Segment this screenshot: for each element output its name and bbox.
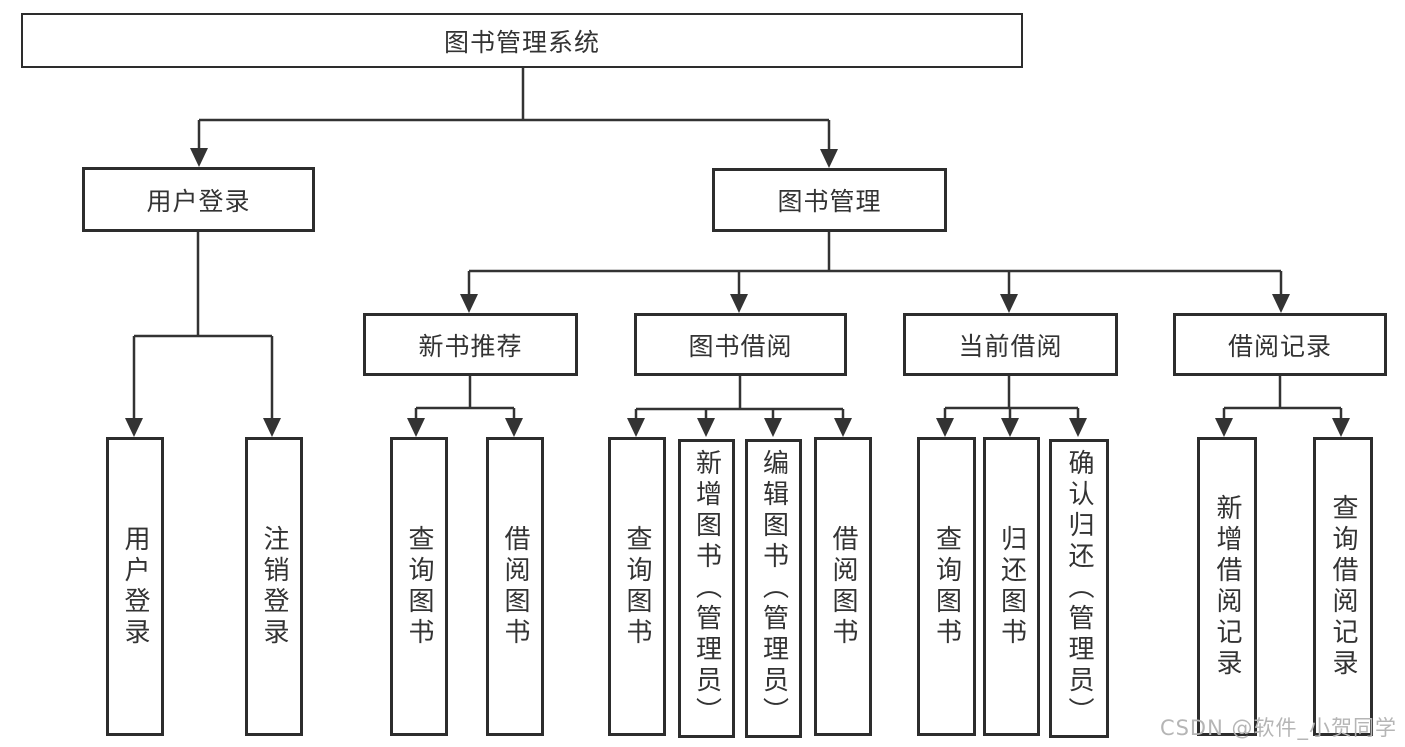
leaf-logout: 注销登录 (245, 437, 303, 736)
leaf-user-login: 用户登录 (106, 437, 164, 736)
leaf-borrow-query-books: 查询图书 (608, 437, 666, 736)
leaf-borrow-borrow-books: 借阅图书 (814, 437, 872, 736)
leaf-records-query-record: 查询借阅记录 (1313, 437, 1373, 736)
node-borrow-records: 借阅记录 (1173, 313, 1387, 376)
node-book-borrow: 图书借阅 (634, 313, 847, 376)
leaf-newbook-borrow-books: 借阅图书 (486, 437, 544, 736)
node-user-login: 用户登录 (82, 167, 315, 232)
leaf-borrow-add-books-admin: 新增图书（管理员） (678, 439, 735, 738)
node-book-management: 图书管理 (712, 168, 947, 232)
leaf-newbook-query-books: 查询图书 (390, 437, 448, 736)
watermark: CSDN @软件_小贺同学 (1159, 716, 1397, 740)
node-library-system: 图书管理系统 (21, 13, 1023, 68)
leaf-current-confirm-return-admin: 确认归还（管理员） (1049, 439, 1109, 738)
leaf-borrow-edit-books-admin: 编辑图书（管理员） (745, 439, 802, 738)
leaf-current-query-books: 查询图书 (917, 437, 976, 736)
leaf-records-add-record: 新增借阅记录 (1197, 437, 1257, 736)
node-current-borrow: 当前借阅 (903, 313, 1118, 376)
leaf-current-return-books: 归还图书 (983, 437, 1040, 736)
node-new-book-recommend: 新书推荐 (363, 313, 578, 376)
